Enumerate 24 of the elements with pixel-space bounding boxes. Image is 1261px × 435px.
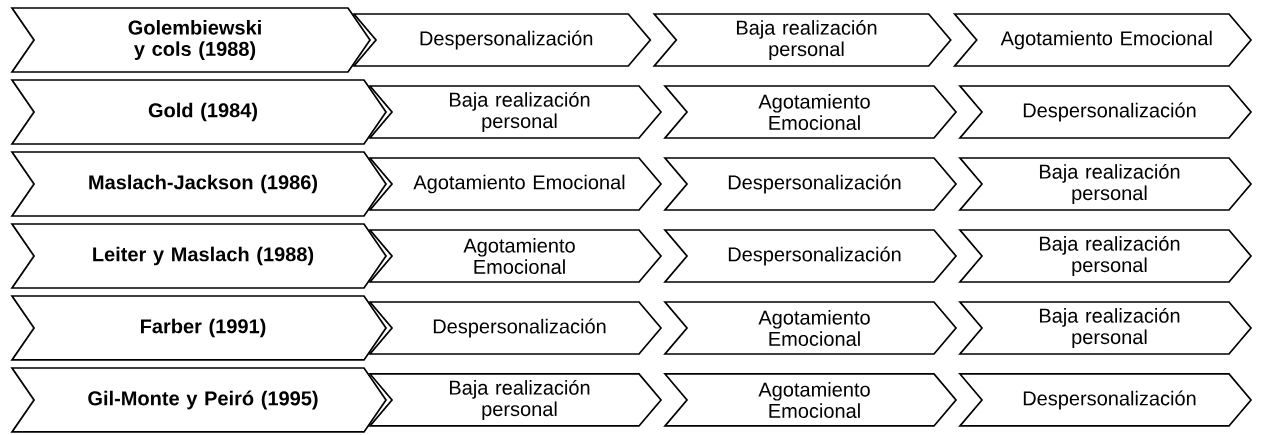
chevron-heading: Golembiewski y cols (1988)	[10, 7, 372, 73]
chevron-step: Baja realización personal	[958, 157, 1253, 211]
chevron-step: Baja realización personal	[958, 301, 1253, 355]
chevron-step: Baja realización personal	[958, 229, 1253, 283]
chevron-step: Agotamiento Emocional	[368, 229, 663, 283]
chevron-step: Agotamiento Emocional	[663, 301, 958, 355]
chevron-step: Agotamiento Emocional	[663, 373, 958, 427]
chevron-step: Agotamiento Emocional	[368, 157, 663, 211]
chevron-step: Agotamiento Emocional	[663, 85, 958, 139]
chevron-heading: Maslach-Jackson (1986)	[10, 151, 388, 217]
chevron-step: Despersonalización	[352, 13, 652, 67]
chevron-step: Baja realización personal	[368, 85, 663, 139]
chevron-step: Despersonalización	[958, 373, 1253, 427]
chevron-step: Agotamiento Emocional	[952, 13, 1253, 67]
chevron-step: Despersonalización	[368, 301, 663, 355]
chevron-step: Baja realización personal	[368, 373, 663, 427]
chevron-step: Baja realización personal	[652, 13, 952, 67]
chevron-step: Despersonalización	[663, 229, 958, 283]
chevron-step: Despersonalización	[663, 157, 958, 211]
chevron-heading: Gold (1984)	[10, 79, 388, 145]
chevron-heading: Farber (1991)	[10, 295, 388, 361]
chevron-heading: Gil-Monte y Peiró (1995)	[10, 367, 388, 433]
chevron-step: Despersonalización	[958, 85, 1253, 139]
chevron-heading: Leiter y Maslach (1988)	[10, 223, 388, 289]
